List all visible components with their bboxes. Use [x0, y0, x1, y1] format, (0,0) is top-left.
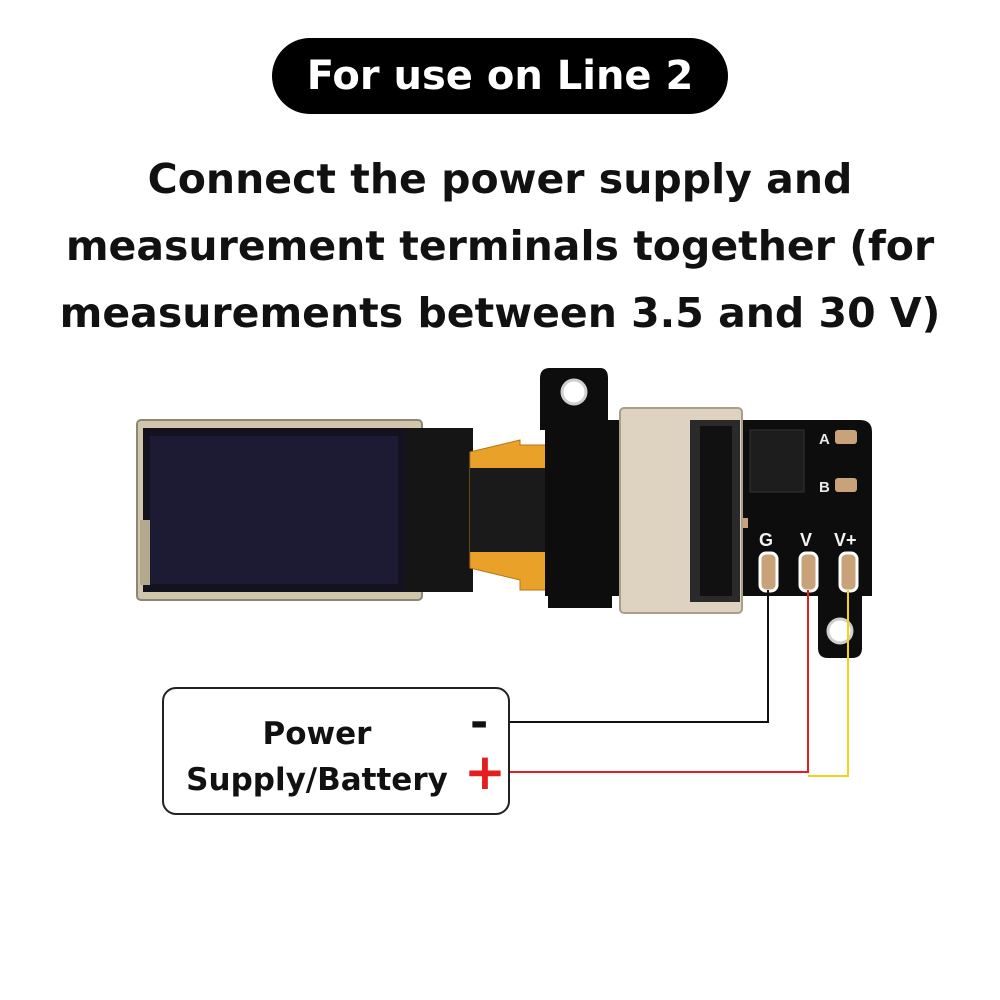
plus-terminal-icon: +	[464, 743, 506, 801]
pad-label-vplus: V+	[834, 530, 857, 550]
power-supply-label-line-1: Power	[262, 716, 372, 752]
silk-label-a: A	[819, 431, 830, 448]
wire-ground	[510, 590, 769, 723]
minus-terminal-icon: -	[470, 697, 489, 748]
headline-line-3: measurements between 3.5 and 30 V)	[59, 289, 941, 337]
power-supply-label: Power Supply/Battery	[172, 711, 462, 803]
title-badge-text: For use on Line 2	[306, 53, 694, 99]
pad-g: G	[758, 530, 779, 593]
instruction-headline: Connect the power supply and measurement…	[40, 146, 960, 347]
pad-label-v: V	[800, 530, 812, 550]
title-badge: For use on Line 2	[272, 38, 728, 114]
oled-display	[136, 419, 473, 601]
wire-sense	[808, 590, 849, 777]
wire-positive	[510, 590, 809, 773]
headline-line-2: measurement terminals together (for	[65, 222, 935, 270]
pad-vplus: V+	[834, 530, 859, 593]
power-supply-box: Power Supply/Battery - +	[162, 687, 510, 815]
pad-label-g: G	[759, 530, 773, 550]
silk-label-b: B	[819, 479, 830, 496]
fpc-connector	[619, 407, 743, 614]
power-supply-label-line-2: Supply/Battery	[186, 762, 448, 798]
pad-v: V	[798, 530, 819, 593]
headline-line-1: Connect the power supply and	[147, 155, 853, 203]
